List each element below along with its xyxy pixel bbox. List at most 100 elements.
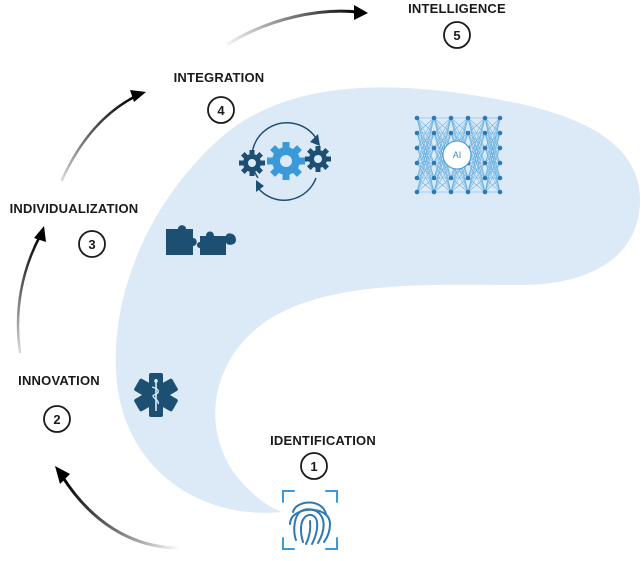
network-connection xyxy=(484,117,501,134)
network-connection xyxy=(467,162,486,193)
stage-4-badge xyxy=(207,96,235,124)
network-connection xyxy=(467,117,486,193)
network-connection xyxy=(484,132,501,193)
network-node xyxy=(431,175,437,181)
network-connection xyxy=(467,117,486,149)
stage-1-badge xyxy=(300,452,328,480)
stage-innovation: INNOVATION 2 xyxy=(18,373,100,433)
stage-2-badge xyxy=(43,405,71,433)
arrow-identification-to-innovation xyxy=(60,474,182,550)
network-connection xyxy=(433,132,452,193)
network-node xyxy=(431,189,437,195)
network-connection xyxy=(416,117,435,149)
arrowhead-integration xyxy=(130,90,146,102)
fingerprint-icon xyxy=(282,490,338,550)
network-node xyxy=(482,175,488,181)
ai-label: AI xyxy=(453,150,462,160)
stage-3-label: INDIVIDUALIZATION xyxy=(10,201,139,216)
stage-individualization: INDIVIDUALIZATION 3 xyxy=(10,201,139,258)
network-node xyxy=(465,130,471,136)
network-node xyxy=(497,145,503,151)
network-node xyxy=(414,189,420,195)
network-node xyxy=(482,145,488,151)
network-connection xyxy=(484,117,501,179)
arrow-innovation-to-individualization xyxy=(16,234,42,354)
network-connection xyxy=(467,117,486,179)
cycle-arrows xyxy=(16,5,368,550)
network-node xyxy=(465,175,471,181)
network-node xyxy=(448,189,454,195)
network-connection xyxy=(484,162,501,193)
network-connection xyxy=(484,147,501,193)
network-connection xyxy=(484,117,501,149)
arrow-individualization-to-integration xyxy=(60,94,138,182)
network-node xyxy=(414,115,420,121)
neural-network-icon: AI xyxy=(414,115,503,195)
network-node xyxy=(414,145,420,151)
network-node xyxy=(497,115,503,121)
arrowhead-innovation xyxy=(55,466,70,484)
stage-1-number: 1 xyxy=(310,459,317,474)
network-node xyxy=(414,130,420,136)
network-node xyxy=(482,160,488,166)
network-node xyxy=(465,189,471,195)
network-node xyxy=(448,175,454,181)
network-connection xyxy=(433,177,452,193)
network-connection xyxy=(416,117,435,179)
network-connection xyxy=(433,117,452,164)
stage-5-number: 5 xyxy=(453,28,460,43)
network-connection xyxy=(433,117,452,179)
puzzle-icon xyxy=(166,225,236,255)
network-connection xyxy=(416,117,435,134)
network-node xyxy=(414,175,420,181)
network-connection xyxy=(416,162,435,193)
network-node xyxy=(497,160,503,166)
network-node xyxy=(431,130,437,136)
network-connection xyxy=(450,177,469,193)
network-connection xyxy=(416,132,435,193)
stage-5-badge xyxy=(443,21,471,49)
arrowhead-intelligence xyxy=(354,5,368,20)
network-connection xyxy=(416,177,435,193)
network-connection xyxy=(484,117,501,193)
network-node xyxy=(414,160,420,166)
stage-3-badge xyxy=(78,230,106,258)
network-node xyxy=(497,130,503,136)
stage-integration: INTEGRATION 4 xyxy=(174,70,265,124)
stage-1-label: IDENTIFICATION xyxy=(270,433,376,448)
network-node xyxy=(497,189,503,195)
network-node xyxy=(482,189,488,195)
ai-core xyxy=(442,140,472,170)
network-node xyxy=(448,130,454,136)
background-blob xyxy=(115,87,641,513)
gears-icon xyxy=(239,122,331,201)
stage-4-number: 4 xyxy=(217,103,225,118)
network-connection xyxy=(433,117,452,149)
stage-4-label: INTEGRATION xyxy=(174,70,265,85)
network-connection xyxy=(416,117,435,193)
stage-3-number: 3 xyxy=(88,237,95,252)
network-connection xyxy=(416,147,435,193)
network-connection xyxy=(467,147,486,193)
stage-identification: IDENTIFICATION 1 xyxy=(270,433,376,480)
network-node xyxy=(431,115,437,121)
network-connection xyxy=(484,117,501,164)
network-connection xyxy=(467,117,486,134)
network-node xyxy=(465,115,471,121)
network-connection xyxy=(467,132,486,193)
stage-intelligence: INTELLIGENCE 5 xyxy=(408,1,506,49)
network-node xyxy=(448,115,454,121)
stage-2-label: INNOVATION xyxy=(18,373,100,388)
network-node xyxy=(431,145,437,151)
network-connection xyxy=(450,117,469,134)
network-connection xyxy=(433,117,452,134)
arrow-integration-to-intelligence xyxy=(226,9,360,46)
network-node xyxy=(482,130,488,136)
stage-5-label: INTELLIGENCE xyxy=(408,1,506,16)
network-connection xyxy=(416,117,435,164)
network-node xyxy=(482,115,488,121)
stage-2-number: 2 xyxy=(53,412,60,427)
network-connection xyxy=(484,177,501,193)
